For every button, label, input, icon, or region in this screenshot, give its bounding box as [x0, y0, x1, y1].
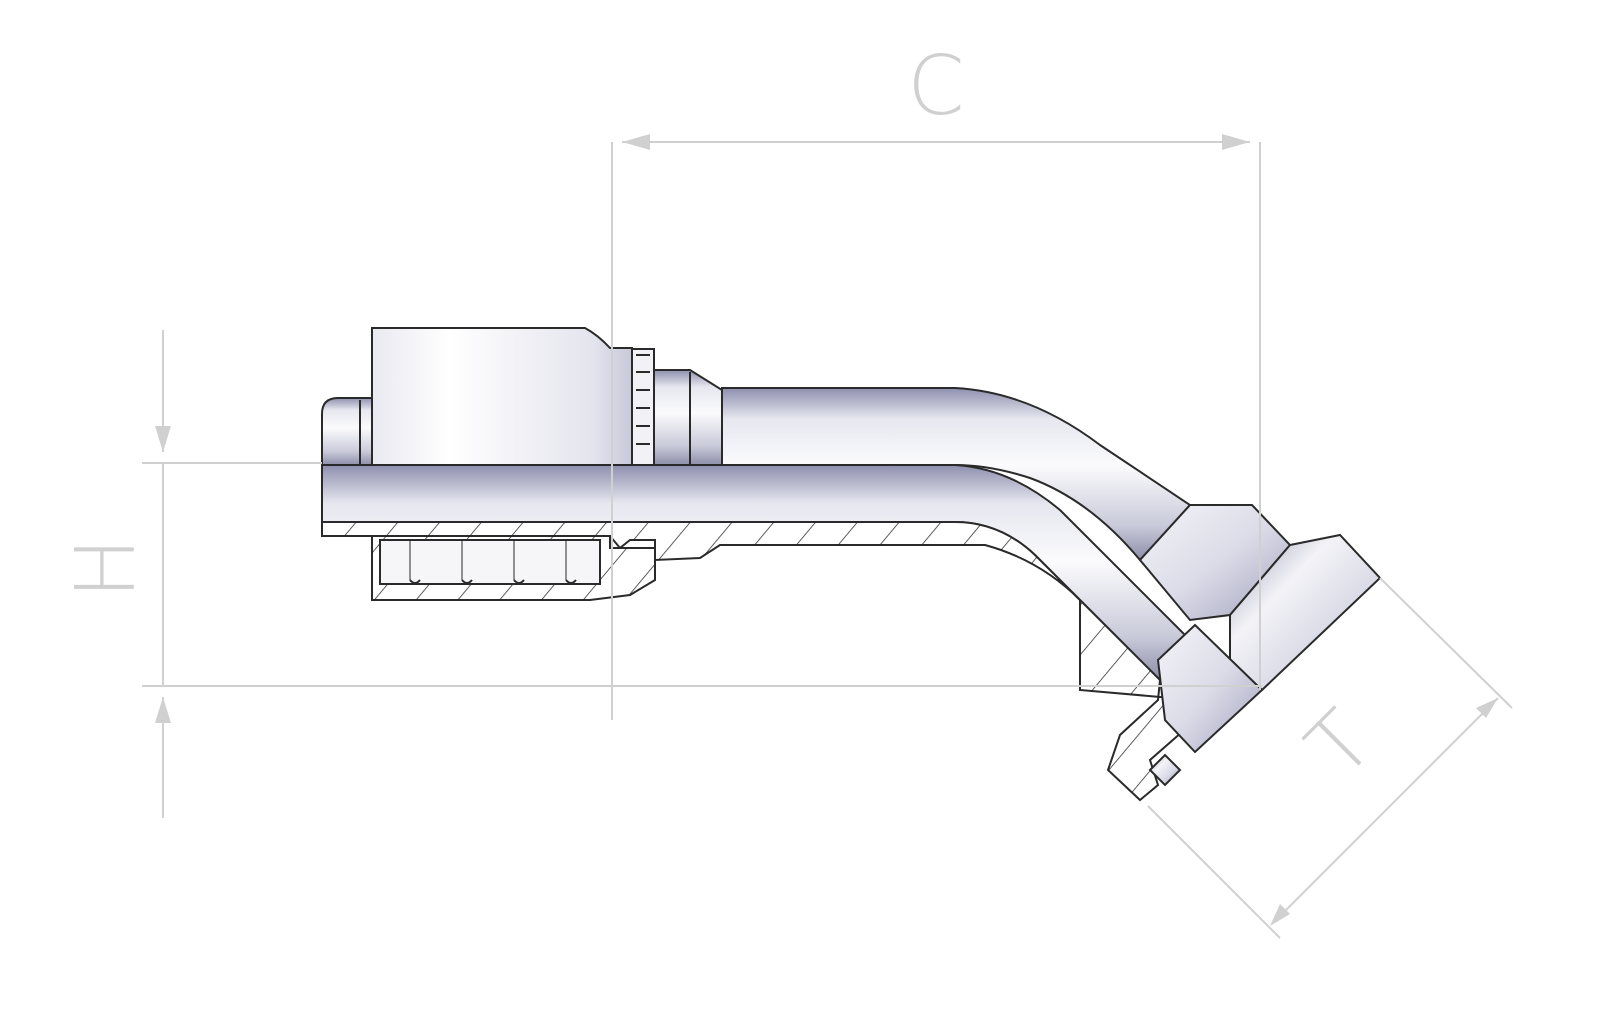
- dimension-c: C: [611, 39, 1261, 720]
- nipple-tip: [321, 397, 373, 466]
- fitting-body: [321, 327, 1382, 802]
- crimp-teeth: [631, 348, 655, 466]
- flange-head: [1138, 504, 1382, 787]
- dimension-h-label: H: [59, 537, 154, 599]
- bent-tube-exterior: [721, 387, 1192, 562]
- ferrule-socket: [371, 327, 633, 466]
- dimension-c-label: C: [907, 39, 964, 134]
- dimension-h: H: [59, 330, 1262, 818]
- hose-serrations: [379, 539, 601, 585]
- hex-collar: [653, 369, 723, 466]
- dimension-t-label: T: [1289, 693, 1392, 796]
